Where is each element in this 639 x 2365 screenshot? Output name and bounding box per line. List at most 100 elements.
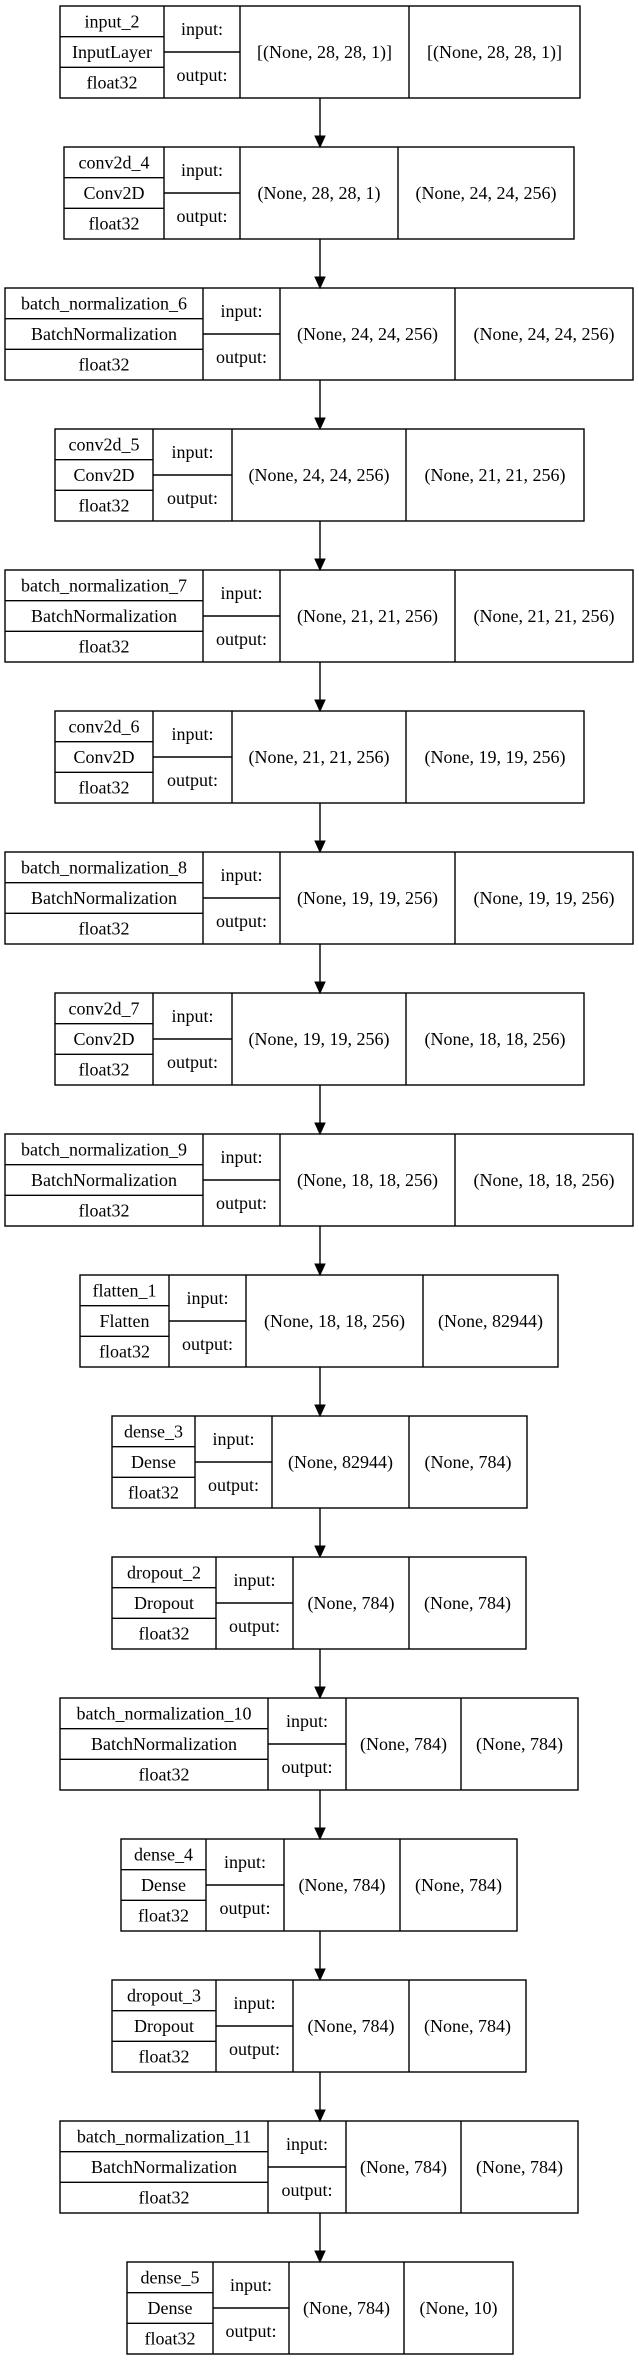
output-shape: (None, 784) xyxy=(424,2016,511,2037)
layer-node: input_2InputLayerfloat32input:output:[(N… xyxy=(59,5,581,99)
layer-box xyxy=(4,569,634,663)
input-port-label: input: xyxy=(233,1570,275,1590)
output-port-label: output: xyxy=(281,2180,332,2200)
connector-arrow xyxy=(314,1226,326,1277)
input-port-label: input: xyxy=(171,1006,213,1026)
output-shape: (None, 21, 21, 256) xyxy=(474,606,615,627)
layer-node: batch_normalization_8BatchNormalizationf… xyxy=(4,851,634,945)
layer-node: batch_normalization_6BatchNormalizationf… xyxy=(4,287,634,381)
input-shape: (None, 19, 19, 256) xyxy=(297,888,438,909)
connector-arrow xyxy=(314,1931,326,1982)
layer-node: flatten_1Flattenfloat32input:output:(Non… xyxy=(79,1274,559,1368)
layer-dtype: float32 xyxy=(89,214,140,234)
layer-class: Flatten xyxy=(100,1311,150,1331)
output-port-label: output: xyxy=(167,770,218,790)
input-port-label: input: xyxy=(171,724,213,744)
layer-box xyxy=(120,1838,518,1932)
layer-name: dense_5 xyxy=(141,2267,200,2287)
connector-arrow xyxy=(314,380,326,431)
layer-class: BatchNormalization xyxy=(91,2157,237,2177)
layer-node: dropout_3Dropoutfloat32input:output:(Non… xyxy=(111,1979,527,2073)
layer-box xyxy=(59,2120,579,2214)
connector-arrow xyxy=(314,2213,326,2264)
input-port-label: input: xyxy=(220,583,262,603)
layer-name: input_2 xyxy=(84,11,139,31)
layer-class: Dense xyxy=(131,1452,176,1472)
layer-name: batch_normalization_6 xyxy=(21,293,187,313)
layer-class: Dense xyxy=(148,2298,193,2318)
output-shape: (None, 784) xyxy=(425,1452,512,1473)
layer-node: conv2d_4Conv2Dfloat32input:output:(None,… xyxy=(63,146,575,240)
output-port-label: output: xyxy=(281,1757,332,1777)
input-shape: (None, 19, 19, 256) xyxy=(249,1029,390,1050)
output-port-label: output: xyxy=(216,1193,267,1213)
layer-dtype: float32 xyxy=(139,2047,190,2067)
layer-name: batch_normalization_7 xyxy=(21,575,187,595)
connector-arrow xyxy=(314,98,326,149)
layer-class: Conv2D xyxy=(73,465,134,485)
output-port-label: output: xyxy=(229,2039,280,2059)
connector-arrow xyxy=(314,662,326,713)
layer-dtype: float32 xyxy=(79,919,130,939)
input-shape: (None, 24, 24, 256) xyxy=(249,465,390,486)
connector-arrow xyxy=(314,2072,326,2123)
input-port-label: input: xyxy=(171,442,213,462)
layer-box xyxy=(63,146,575,240)
input-shape: [(None, 28, 28, 1)] xyxy=(257,42,392,63)
layer-node: batch_normalization_11BatchNormalization… xyxy=(59,2120,579,2214)
input-shape: (None, 784) xyxy=(360,1734,447,1755)
layer-name: conv2d_7 xyxy=(69,998,140,1018)
layer-name: batch_normalization_9 xyxy=(21,1139,187,1159)
layer-class: Dense xyxy=(141,1875,186,1895)
output-shape: (None, 784) xyxy=(424,1593,511,1614)
output-shape: (None, 18, 18, 256) xyxy=(425,1029,566,1050)
input-port-label: input: xyxy=(181,160,223,180)
layer-class: Conv2D xyxy=(73,747,134,767)
layer-class: BatchNormalization xyxy=(31,606,177,626)
output-port-label: output: xyxy=(219,1898,270,1918)
layer-name: conv2d_4 xyxy=(79,152,150,172)
connector-arrow xyxy=(314,1508,326,1559)
output-shape: (None, 82944) xyxy=(438,1311,543,1332)
output-port-label: output: xyxy=(229,1616,280,1636)
input-shape: (None, 784) xyxy=(308,1593,395,1614)
layer-dtype: float32 xyxy=(79,1060,130,1080)
layer-name: batch_normalization_8 xyxy=(21,857,187,877)
input-shape: (None, 18, 18, 256) xyxy=(297,1170,438,1191)
output-shape: (None, 19, 19, 256) xyxy=(425,747,566,768)
layer-box xyxy=(79,1274,559,1368)
layer-name: flatten_1 xyxy=(93,1280,157,1300)
input-port-label: input: xyxy=(224,1852,266,1872)
output-shape: (None, 19, 19, 256) xyxy=(474,888,615,909)
layer-dtype: float32 xyxy=(139,2188,190,2208)
output-port-label: output: xyxy=(167,1052,218,1072)
layer-node: dropout_2Dropoutfloat32input:output:(Non… xyxy=(111,1556,527,1650)
output-port-label: output: xyxy=(182,1334,233,1354)
connector-arrow xyxy=(314,1367,326,1418)
layer-dtype: float32 xyxy=(79,637,130,657)
layer-box xyxy=(111,1979,527,2073)
output-shape: (None, 784) xyxy=(415,1875,502,1896)
layer-dtype: float32 xyxy=(79,778,130,798)
input-shape: (None, 784) xyxy=(303,2298,390,2319)
output-port-label: output: xyxy=(176,65,227,85)
input-port-label: input: xyxy=(286,2134,328,2154)
layer-node: batch_normalization_9BatchNormalizationf… xyxy=(4,1133,634,1227)
input-shape: (None, 18, 18, 256) xyxy=(264,1311,405,1332)
layer-class: Conv2D xyxy=(73,1029,134,1049)
connector-arrow xyxy=(314,944,326,995)
output-port-label: output: xyxy=(176,206,227,226)
input-shape: (None, 784) xyxy=(360,2157,447,2178)
input-shape: (None, 21, 21, 256) xyxy=(297,606,438,627)
output-shape: [(None, 28, 28, 1)] xyxy=(427,42,562,63)
layer-name: conv2d_6 xyxy=(69,716,140,736)
layer-box xyxy=(4,851,634,945)
layer-box xyxy=(111,1556,527,1650)
input-port-label: input: xyxy=(220,301,262,321)
connector-arrow xyxy=(314,521,326,572)
input-port-label: input: xyxy=(186,1288,228,1308)
